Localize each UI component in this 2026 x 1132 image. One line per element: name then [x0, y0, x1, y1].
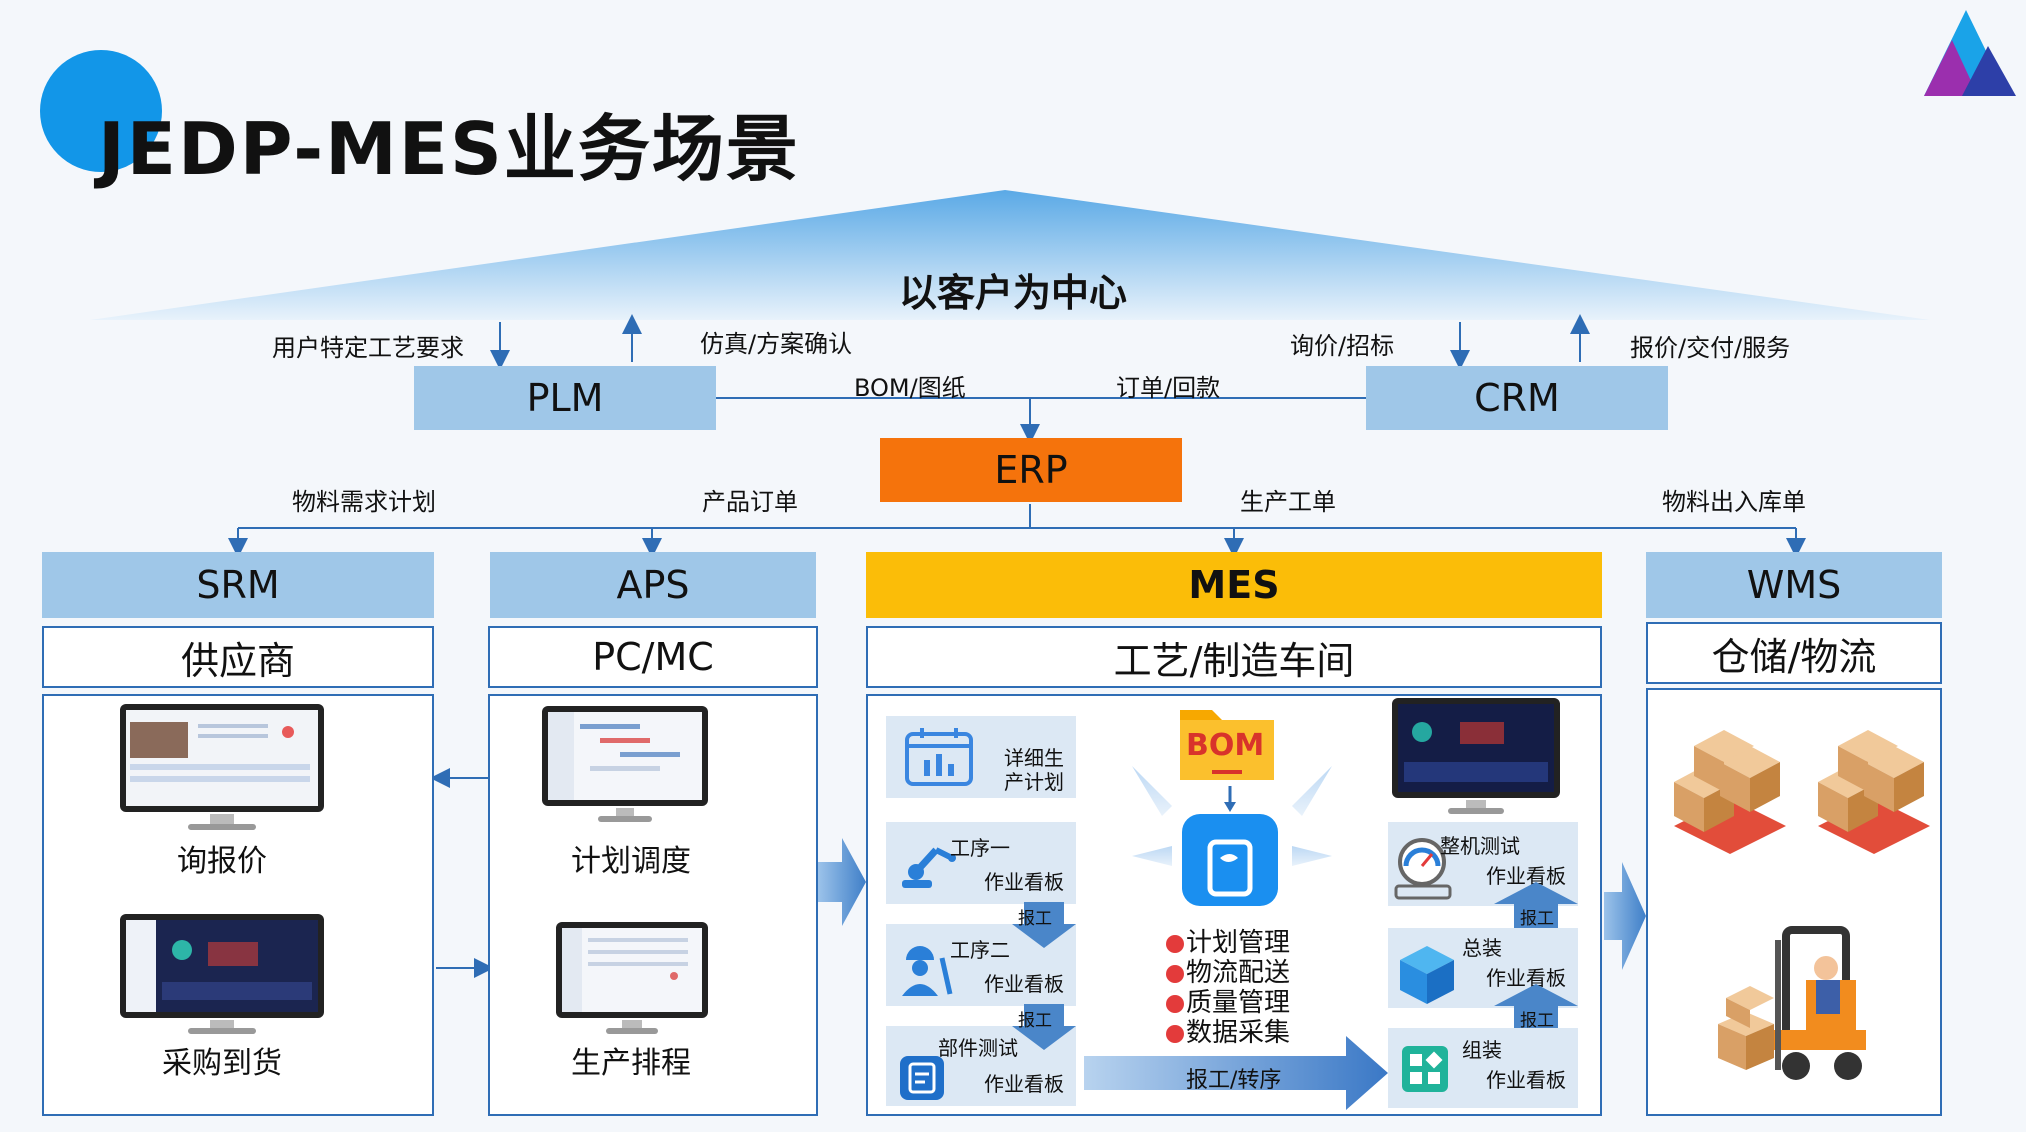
card-component-test[interactable]: 部件测试 作业看板	[886, 1026, 1076, 1106]
detail-plan-line2: 产计划	[1004, 770, 1064, 794]
label-plan-scheduling: 计划调度	[571, 844, 691, 879]
label-material-inout-order: 物料出入库单	[1662, 488, 1806, 516]
assembly-board: 作业看板	[1486, 1068, 1566, 1092]
transfer-arrow	[1084, 1036, 1388, 1110]
report-label-1: 报工	[1018, 909, 1052, 929]
label-production-scheduling: 生产排程	[571, 1046, 691, 1081]
subheader-warehouse: 仓储/物流	[1646, 622, 1942, 684]
pallet-boxes-icon	[1674, 730, 1786, 854]
card-final-assembly[interactable]: 总装 作业看板	[1388, 928, 1578, 1008]
bom-folder-label: BOM	[1186, 728, 1265, 763]
system-plm[interactable]: PLM	[414, 366, 716, 430]
monitor-inquiry-icon	[120, 704, 324, 830]
label-order-payment: 订单/回款	[1116, 374, 1221, 402]
report-label-3: 报工	[1520, 909, 1554, 929]
check-dot-icon	[1166, 965, 1184, 983]
company-logo	[1924, 10, 2016, 96]
bom-folder-icon	[1180, 710, 1274, 780]
label-production-work-order: 生产工单	[1240, 488, 1336, 516]
customer-roof	[90, 190, 1930, 320]
system-erp[interactable]: ERP	[880, 438, 1182, 502]
component-test-board: 作业看板	[984, 1072, 1064, 1096]
check-dot-icon	[1166, 1025, 1184, 1043]
system-crm[interactable]: CRM	[1366, 366, 1668, 430]
monitor-scheduling-icon	[542, 706, 708, 822]
function-data-collection: 数据采集	[1166, 1012, 1290, 1049]
mes-center-graphic	[1132, 766, 1332, 906]
report-label-4: 报工	[1520, 1011, 1554, 1031]
pallet-boxes-icon-2	[1818, 730, 1930, 854]
card-detailed-plan[interactable]: 详细生 产计划	[886, 716, 1076, 798]
report-arrow-down-2	[1012, 1004, 1076, 1050]
process-two-title: 工序二	[950, 938, 1010, 962]
monitor-production-scheduling-icon	[556, 922, 708, 1034]
report-arrow-up-2	[1494, 984, 1578, 1028]
subheader-supplier: 供应商	[42, 626, 434, 688]
system-mes[interactable]: MES	[866, 552, 1602, 618]
modules-icon	[1402, 1046, 1448, 1092]
label-bom-drawing: BOM/图纸	[854, 374, 966, 402]
machine-test-title: 整机测试	[1440, 834, 1520, 858]
forklift-icon	[1718, 926, 1866, 1080]
roof-label: 以客户为中心	[898, 271, 1127, 315]
component-test-title: 部件测试	[938, 1036, 1018, 1060]
report-label-2: 报工	[1018, 1011, 1052, 1031]
label-quote-delivery-service: 报价/交付/服务	[1630, 334, 1791, 362]
monitor-purchase-icon	[120, 914, 324, 1034]
label-simulation-confirm: 仿真/方案确认	[700, 330, 853, 358]
process-one-title: 工序一	[950, 836, 1010, 860]
function-plan-management: 计划管理	[1166, 922, 1290, 959]
robot-arm-icon	[902, 847, 956, 888]
label-material-requirement-plan: 物料需求计划	[292, 488, 436, 516]
subheader-pcmc: PC/MC	[488, 626, 818, 688]
process-two-board: 作业看板	[984, 972, 1064, 996]
detail-plan-line1: 详细生	[1004, 746, 1064, 770]
cube-icon	[1400, 946, 1454, 1004]
final-assembly-title: 总装	[1462, 936, 1502, 960]
system-aps[interactable]: APS	[490, 552, 816, 618]
title-decoration-circle	[40, 50, 162, 172]
monitor-dashboard-icon	[1392, 698, 1560, 814]
gauge-icon	[1394, 838, 1452, 900]
subheader-workshop: 工艺/制造车间	[866, 626, 1602, 688]
label-inquiry-quote: 询报价	[177, 844, 267, 879]
transfer-label: 报工/转序	[1186, 1068, 1282, 1093]
check-dot-icon	[1166, 995, 1184, 1013]
card-process-one[interactable]: 工序一 作业看板	[886, 822, 1076, 904]
system-srm[interactable]: SRM	[42, 552, 434, 618]
system-wms[interactable]: WMS	[1646, 552, 1942, 618]
label-inquiry-bidding: 询价/招标	[1290, 332, 1395, 360]
assembly-title: 组装	[1462, 1038, 1502, 1062]
function-quality: 质量管理	[1166, 982, 1290, 1019]
label-purchase-arrival: 采购到货	[162, 1046, 282, 1081]
function-logistics: 物流配送	[1166, 952, 1290, 989]
worker-icon	[902, 946, 953, 996]
check-dot-icon	[1166, 935, 1184, 953]
calendar-chart-icon	[905, 728, 973, 786]
label-user-process-requirements: 用户特定工艺要求	[272, 334, 464, 362]
checklist-icon	[900, 1056, 944, 1100]
machine-test-board: 作业看板	[1486, 864, 1566, 888]
process-one-board: 作业看板	[984, 870, 1064, 894]
label-product-order: 产品订单	[702, 488, 798, 516]
final-assembly-board: 作业看板	[1486, 966, 1566, 990]
report-arrow-down-1	[1012, 902, 1076, 948]
report-arrow-up-1	[1494, 882, 1578, 928]
card-assembly[interactable]: 组装 作业看板	[1388, 1028, 1578, 1108]
page-title: JEDP-MES业务场景	[98, 107, 800, 191]
